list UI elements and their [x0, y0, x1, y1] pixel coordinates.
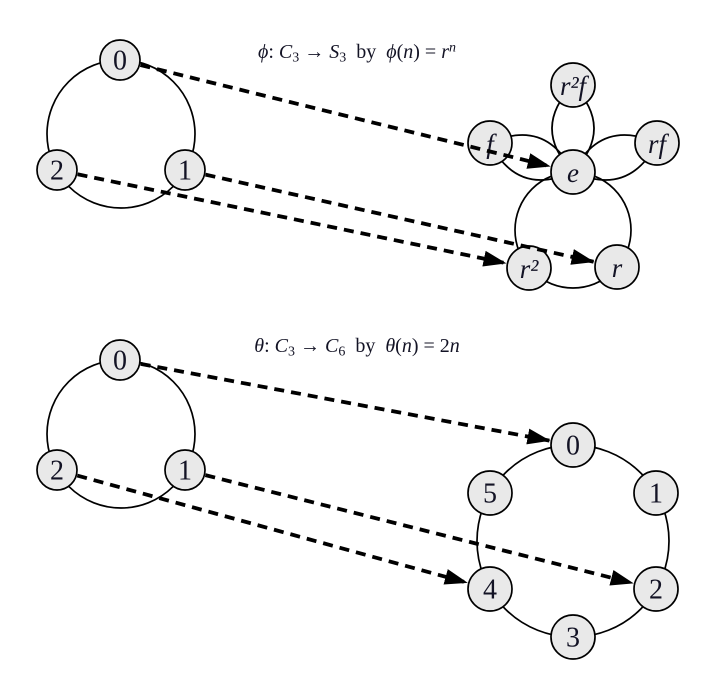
node-label: 0: [566, 431, 580, 462]
node-label: e: [567, 158, 579, 188]
title-segment: ) =: [413, 41, 442, 63]
title-segment: n: [403, 41, 414, 63]
node-circle: [634, 120, 680, 166]
title-segment: 3: [287, 344, 295, 360]
title-segment: S: [329, 41, 340, 63]
node-circle: [633, 566, 679, 612]
theta-right-node-5: 5: [467, 470, 513, 516]
title-segment: r: [441, 41, 450, 63]
title-segment: n: [449, 40, 457, 56]
diagram-title-phi: ϕ: C3 → S3 by ϕ(n) = rn: [157, 40, 557, 66]
diagram-title-theta: θ: C3 → C6 by θ(n) = 2n: [157, 334, 557, 360]
title-segment: →: [294, 335, 325, 357]
node-label: 1: [178, 456, 192, 487]
node-label: 0: [113, 346, 127, 377]
node-circle: [99, 339, 141, 381]
theta-left-node-2: 2: [36, 449, 78, 491]
node-label: 0: [113, 46, 127, 77]
title-segment: n: [401, 335, 412, 357]
node-circle: [467, 470, 513, 516]
title-segment: n: [449, 335, 460, 357]
phi-right-node-r: r: [594, 244, 640, 290]
node-label: 1: [178, 156, 192, 187]
theta-C3-cycle-graph: 0 1 2: [36, 339, 206, 509]
title-segment: ϕ: [257, 41, 269, 63]
node-label: r: [612, 253, 623, 283]
phi-right-node-rf: rf: [634, 120, 680, 166]
title-segment: 6: [338, 344, 346, 360]
theta-left-node-1: 1: [164, 449, 206, 491]
node-label: 2: [649, 575, 663, 606]
title-segment: 3: [292, 50, 300, 66]
node-label: 3: [566, 623, 580, 654]
title-segment: →: [299, 41, 330, 63]
node-label: 4: [483, 575, 497, 606]
phi-left-node-2: 2: [36, 149, 78, 191]
mapping-arrow-0-to-0: [140, 362, 551, 445]
theta-C6-cycle-graph: 0 1 2 3 4 5: [467, 422, 679, 660]
node-circle: [467, 566, 513, 612]
node-circle: [164, 449, 206, 491]
theta-right-node-3: 3: [550, 614, 596, 660]
node-label: rf: [648, 129, 670, 159]
title-segment: C: [324, 335, 339, 357]
mapping-arrow-0-to-e: [139, 63, 551, 169]
node-circle: [550, 62, 596, 108]
mapping-arrow-2-to-r2: [77, 172, 507, 267]
node-circle: [633, 470, 679, 516]
node-circle: [550, 149, 596, 195]
node-label: r²f: [560, 71, 590, 101]
node-label: f: [486, 129, 497, 159]
phi-right-node-f: f: [467, 120, 513, 166]
phi-right-node-r2: r²: [506, 245, 552, 291]
node-circle: [99, 39, 141, 81]
theta-right-node-0: 0: [550, 422, 596, 468]
title-segment: by: [345, 335, 386, 357]
phi-C3-cycle-graph: 0 1 2: [36, 39, 206, 209]
node-circle: [594, 244, 640, 290]
theta-right-node-1: 1: [633, 470, 679, 516]
node-circle: [164, 149, 206, 191]
node-circle: [467, 120, 513, 166]
phi-right-node-r2f: r²f: [550, 62, 596, 108]
title-segment: :: [264, 335, 275, 357]
title-segment: (: [396, 41, 404, 63]
title-segment: C: [278, 41, 293, 63]
theta-right-node-2: 2: [633, 566, 679, 612]
title-segment: 3: [339, 50, 347, 66]
phi-left-node-0: 0: [99, 39, 141, 81]
node-circle: [36, 149, 78, 191]
node-circle: [550, 614, 596, 660]
title-segment: (: [395, 335, 402, 357]
diagram-theta: 0 1 2 0 1 2 3 4 5: [36, 339, 679, 660]
node-label: r²: [520, 254, 540, 284]
node-label: 5: [483, 479, 497, 510]
phi-left-node-1: 1: [164, 149, 206, 191]
title-segment: :: [268, 41, 279, 63]
title-segment: ϕ: [386, 41, 397, 63]
cycle-edge: [476, 444, 670, 638]
node-label: 2: [50, 156, 64, 187]
title-segment: by: [346, 41, 387, 63]
theta-left-node-0: 0: [99, 339, 141, 381]
phi-right-node-e: e: [550, 149, 596, 195]
title-segment: θ: [254, 335, 265, 357]
title-segment: ) = 2: [411, 335, 450, 357]
mapping-arrow-1-to-2: [204, 473, 634, 586]
theta-right-node-4: 4: [467, 566, 513, 612]
node-circle: [36, 449, 78, 491]
title-segment: θ: [385, 335, 396, 357]
node-label: 1: [649, 479, 663, 510]
node-circle: [550, 422, 596, 468]
node-label: 2: [50, 456, 64, 487]
title-segment: C: [274, 335, 288, 357]
mapping-arrow-1-to-r: [205, 172, 595, 265]
